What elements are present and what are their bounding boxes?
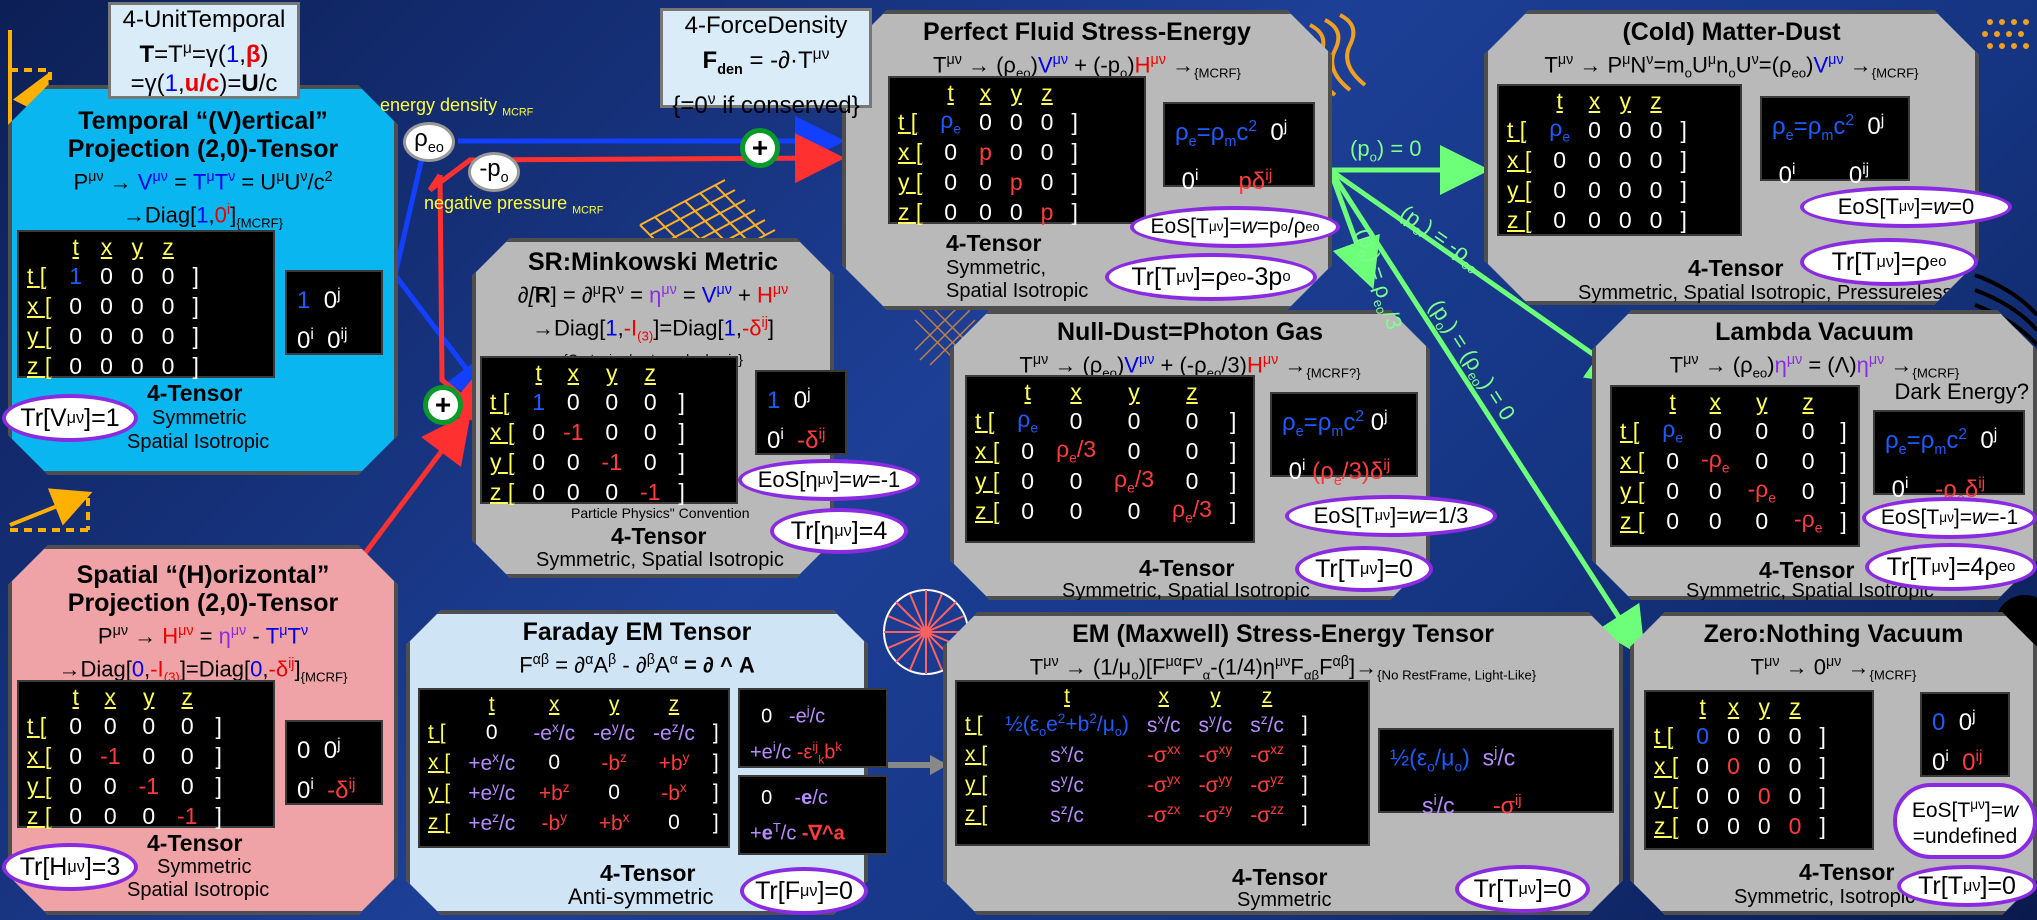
perfect-fluid-block-matrix: ρe=ρmc2 0j 0i pδij — [1163, 102, 1315, 187]
spatial-block-matrix: 0 0j 0i -δij — [285, 720, 383, 805]
neg-p-node: -po — [468, 152, 520, 192]
zero-vacuum-eos-badge: EoS[Tμν]=w=undefined — [1893, 783, 2037, 859]
temporal-block-matrix: 1 0j 0i 0ij — [285, 270, 383, 355]
photon-gas-block-matrix: ρe=ρmc2 0j 0i (ρe/3)δij — [1270, 392, 1418, 477]
lambda-vacuum-block-matrix: ρe=ρmc2 0j 0i -ρeδij — [1873, 410, 2025, 495]
force-density-box: 4-ForceDensity Fden = -∂·Tμν {=0ν if con… — [660, 8, 872, 108]
zero-vacuum-block-matrix: 0 0j 0i 0ij — [1920, 692, 2010, 777]
pressure-zero-label: (po) = 0 — [1350, 136, 1422, 164]
matter-dust-block-matrix: ρe=ρmc2 0j 0i 0ij — [1760, 96, 1910, 181]
rho-eo-node: ρeo — [403, 122, 455, 162]
plus-node-top: + — [740, 128, 780, 168]
plus-node-left: + — [423, 385, 463, 425]
em-stress-block-matrix: ½(εo/μo) sj/c si/c -σij — [1378, 728, 1614, 813]
dots-icon — [1982, 19, 2029, 49]
faraday-block-matrix-2: 0 -e/c +eT/c -∇^a — [738, 775, 888, 855]
energy-density-label: energy density MCRF — [380, 95, 533, 119]
minkowski-block-matrix: 1 0j 0i -δij — [755, 370, 847, 455]
faraday-block-matrix-1: 0 -ej/c +ei/c -εijkbk — [738, 688, 888, 768]
negative-pressure-label: negative pressure MCRF — [424, 193, 603, 217]
unit-temporal-box: 4-UnitTemporal T=Tμ=γ(1,β) =γ(1,u/c)=U/c — [108, 2, 300, 99]
